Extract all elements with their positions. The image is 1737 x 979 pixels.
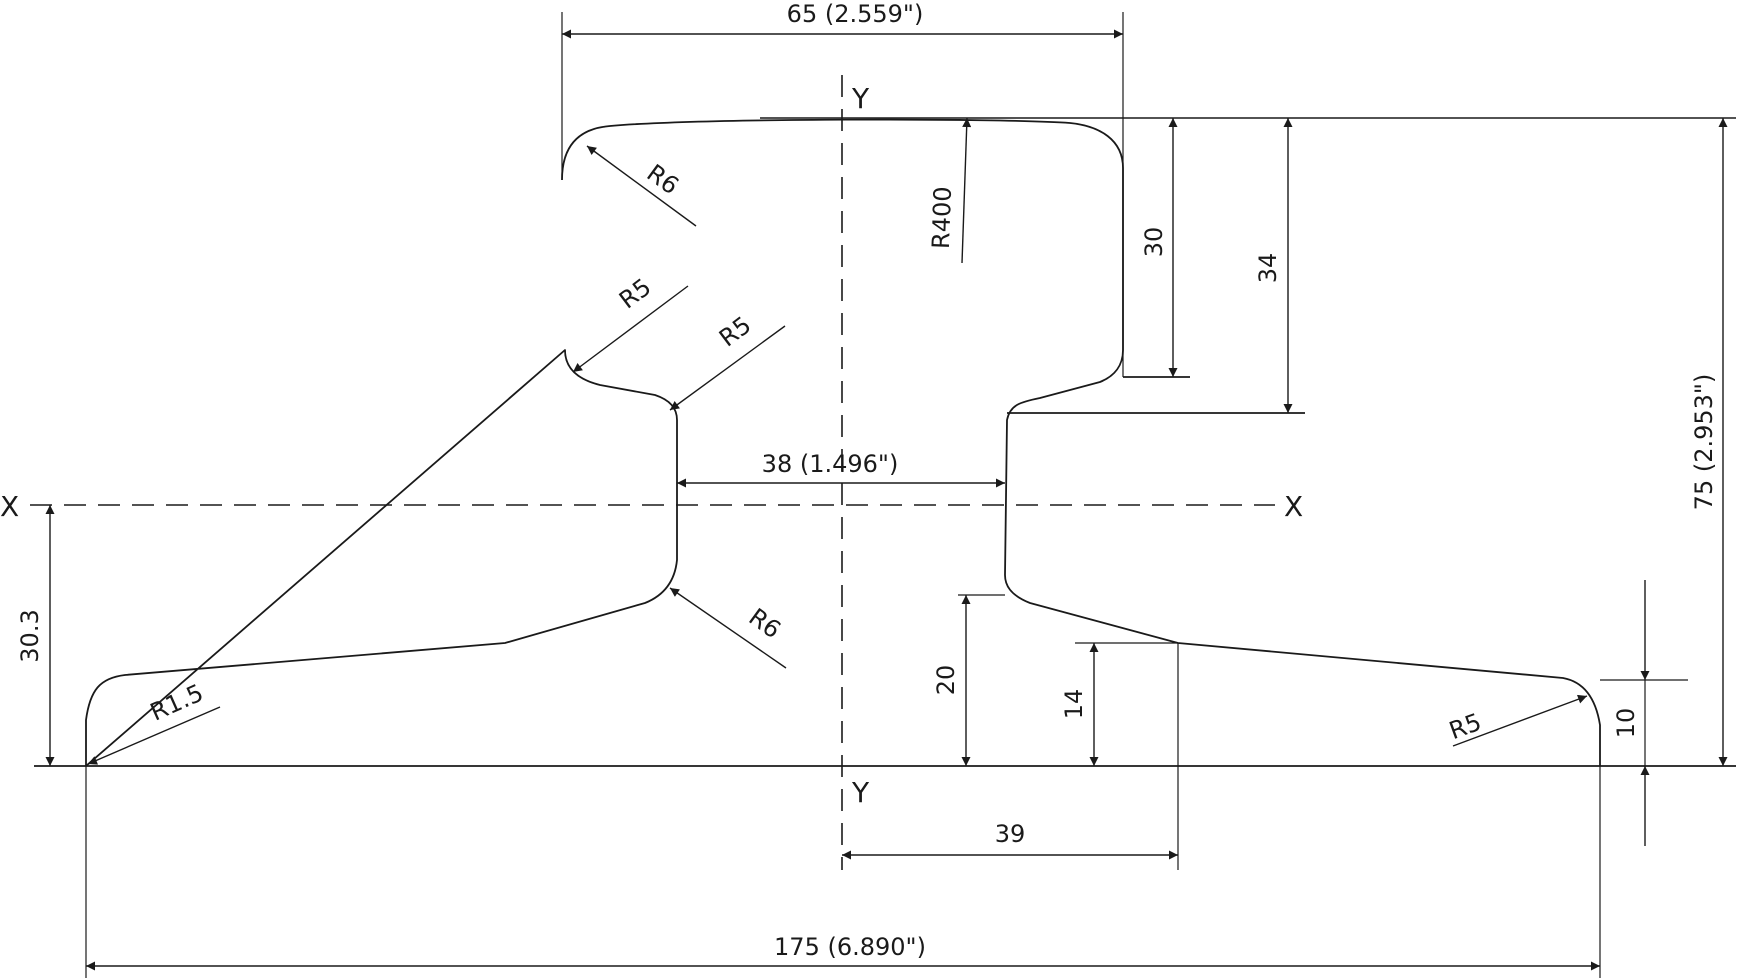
radius-web-bottom-label: R6 bbox=[744, 603, 786, 644]
foot-edge-10-label: 10 bbox=[1612, 708, 1640, 739]
head-depth-34-label: 34 bbox=[1254, 253, 1282, 284]
radius-foot-left-leader bbox=[87, 706, 221, 765]
radius-head-underside-label: R5 bbox=[614, 273, 656, 315]
y-axis-label-bottom: Y bbox=[851, 776, 870, 809]
radius-head-corner-label: R6 bbox=[642, 159, 684, 200]
radius-crown-label: R400 bbox=[927, 186, 957, 249]
head-depth-30-label: 30 bbox=[1140, 227, 1168, 258]
radius-foot-left-label: R1.5 bbox=[146, 679, 207, 727]
head-width-label: 65 (2.559") bbox=[787, 0, 924, 28]
foot-height-14-label: 14 bbox=[1060, 689, 1088, 720]
web-width-label: 38 (1.496") bbox=[762, 450, 899, 478]
radius-web-top-leader bbox=[669, 325, 786, 411]
radius-foot-right-label: R5 bbox=[1445, 708, 1485, 745]
foot-height-20-label: 20 bbox=[932, 665, 960, 696]
half-base-39-label: 39 bbox=[995, 820, 1026, 848]
x-axis-label-left: X bbox=[0, 490, 19, 523]
neutral-axis-height-label: 30.3 bbox=[16, 609, 44, 662]
radius-foot-right-leader bbox=[1452, 694, 1588, 747]
x-axis-label-right: X bbox=[1284, 490, 1303, 523]
radius-head-underside-leader bbox=[572, 285, 689, 373]
y-axis-label-top: Y bbox=[851, 82, 870, 115]
radius-crown-leader bbox=[961, 117, 972, 264]
rail-profile-outline bbox=[85, 118, 1601, 767]
radius-web-top-label: R5 bbox=[714, 311, 756, 353]
total-height-label: 75 (2.953") bbox=[1690, 374, 1718, 511]
radius-head-corner-leader bbox=[586, 145, 697, 227]
radius-web-bottom-leader bbox=[669, 587, 787, 669]
base-width-label: 175 (6.890") bbox=[774, 933, 926, 961]
